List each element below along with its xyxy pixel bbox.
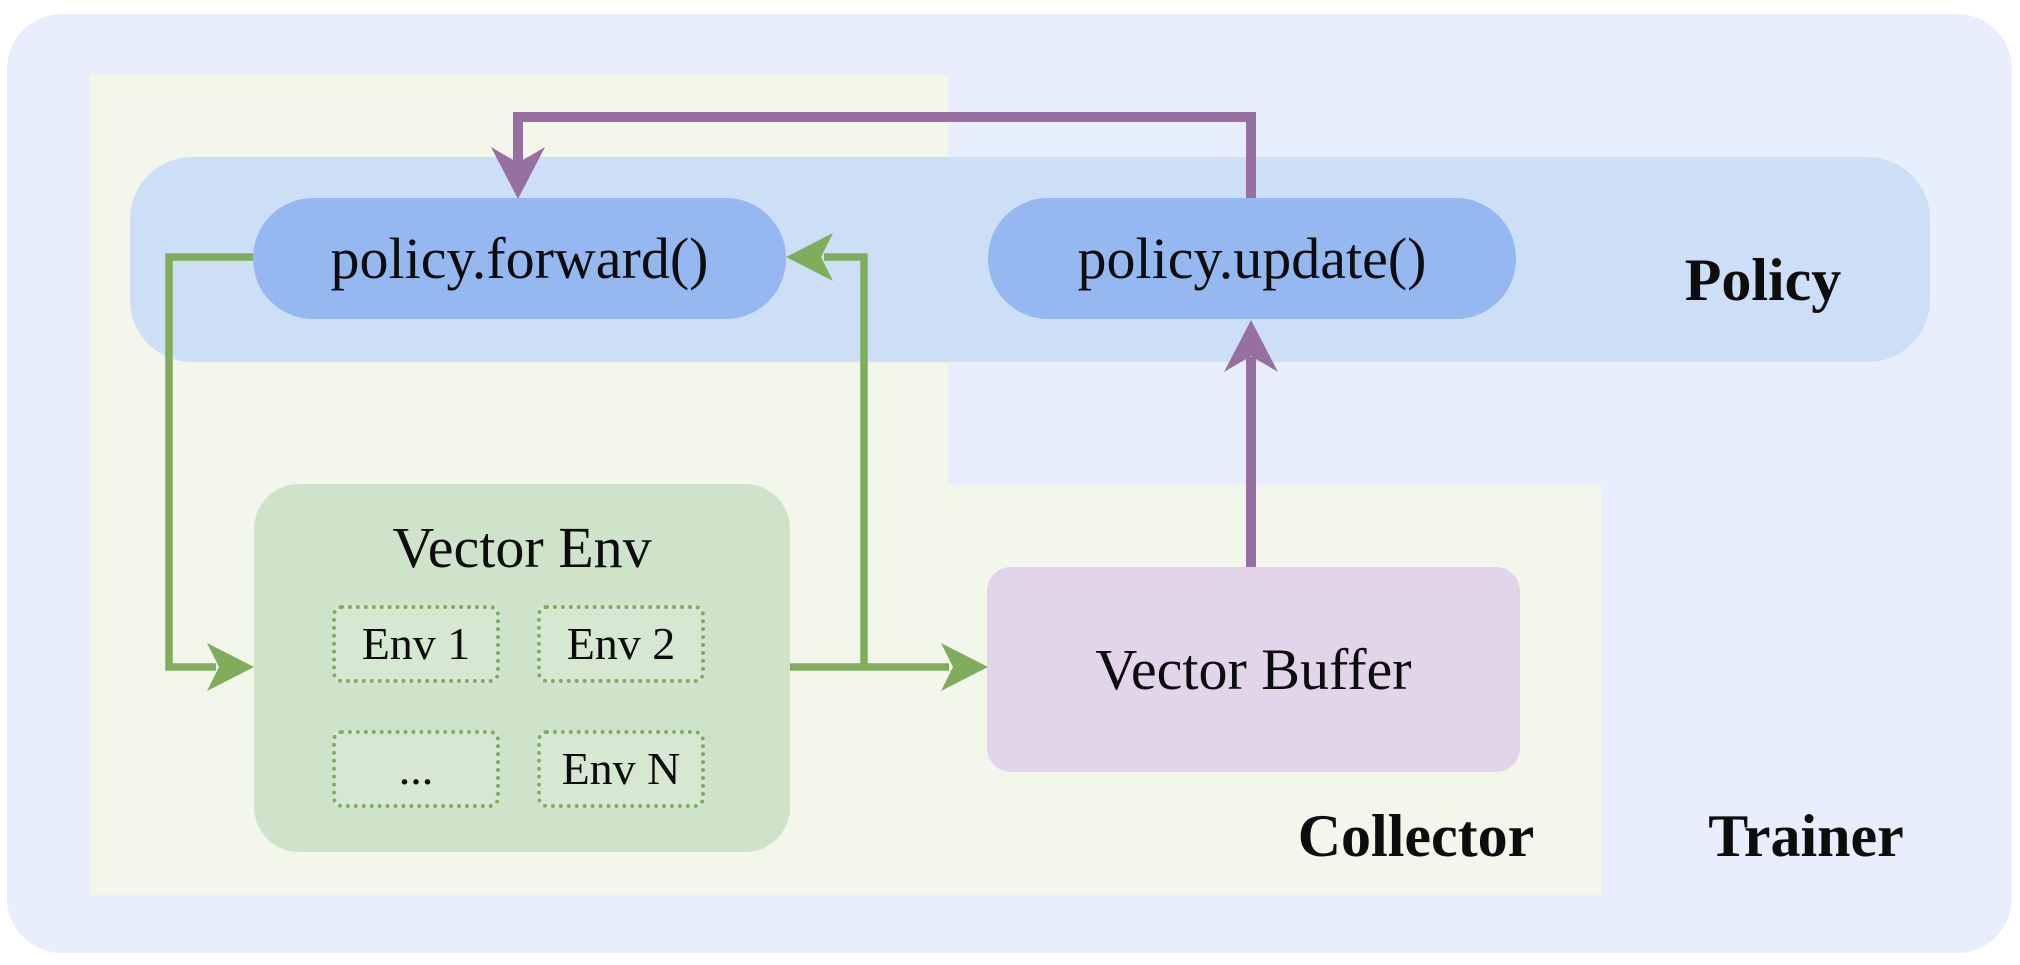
env-item-n-label: Env N bbox=[561, 743, 681, 794]
env-item-ellipsis: ... bbox=[332, 730, 500, 808]
policy-update-label: policy.update() bbox=[1077, 225, 1427, 291]
policy-region-label: Policy bbox=[1684, 247, 1842, 313]
policy-forward-label: policy.forward() bbox=[330, 225, 709, 291]
env-item-n: Env N bbox=[537, 730, 705, 808]
env-item-1: Env 1 bbox=[332, 605, 500, 683]
env-item-2-label: Env 2 bbox=[566, 618, 676, 669]
collector-region-label: Collector bbox=[1297, 803, 1535, 869]
vector-env-title: Vector Env bbox=[392, 515, 652, 580]
node-vector-env bbox=[254, 484, 790, 852]
env-item-1-label: Env 1 bbox=[361, 618, 471, 669]
node-vector-buffer: Vector Buffer bbox=[987, 567, 1520, 772]
env-item-ellipsis-label: ... bbox=[398, 743, 434, 794]
trainer-region-label: Trainer bbox=[1708, 803, 1904, 869]
vector-buffer-label: Vector Buffer bbox=[1095, 636, 1412, 702]
node-policy-forward: policy.forward() bbox=[253, 198, 786, 319]
node-policy-update: policy.update() bbox=[988, 198, 1516, 319]
env-item-2: Env 2 bbox=[537, 605, 705, 683]
